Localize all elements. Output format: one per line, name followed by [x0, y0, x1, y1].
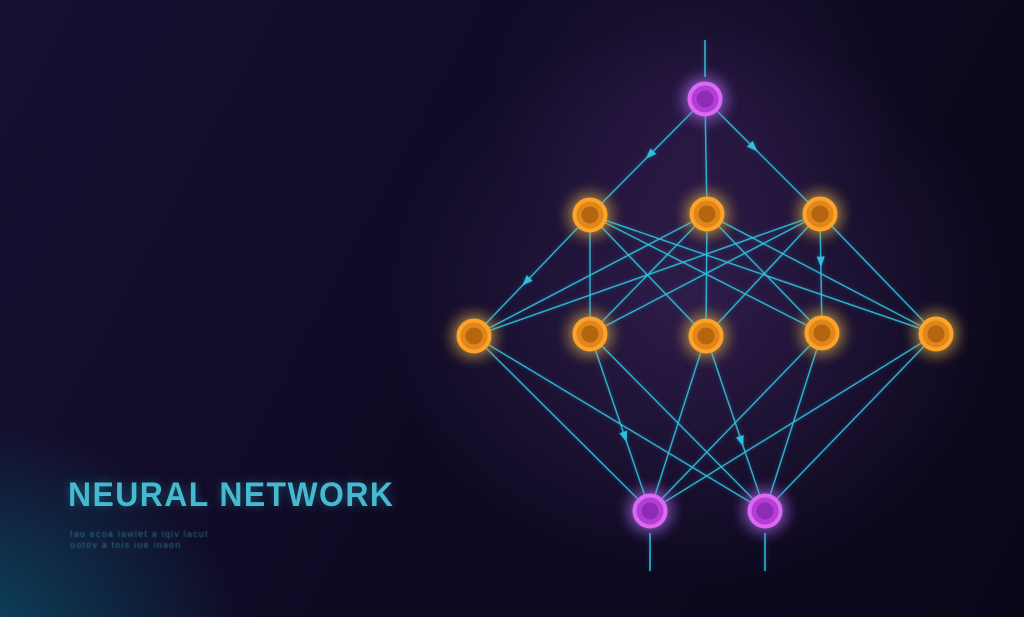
neuron-node-purple — [628, 489, 672, 533]
edge-line — [473, 213, 708, 337]
edge-line — [704, 98, 821, 215]
edge-line — [649, 332, 823, 512]
edge-line — [473, 335, 766, 512]
edge-arrow-icon — [736, 434, 744, 447]
neuron-node-orange — [684, 314, 728, 358]
neuron-node-orange — [914, 312, 958, 356]
neuron-node-purple — [743, 489, 787, 533]
edge-arrow-icon — [619, 430, 627, 443]
title-block: NEURAL NETWORK Iao ecoa lawiet a iqiv la… — [68, 476, 415, 551]
page-title: NEURAL NETWORK — [68, 476, 395, 514]
neuron-node-orange — [568, 193, 612, 237]
edge-line — [649, 333, 937, 512]
edge-line — [705, 213, 821, 337]
edge-arrow-icon — [645, 148, 657, 159]
subtitle-line-1: Iao ecoa lawiet a iqiv lacut — [70, 529, 209, 539]
edge-line — [819, 213, 937, 335]
edge-line — [589, 333, 651, 512]
edge-line — [473, 213, 821, 337]
neuron-node-orange — [800, 311, 844, 355]
edge-line — [473, 335, 651, 512]
neuron-node-orange — [685, 192, 729, 236]
neuron-node-orange — [798, 192, 842, 236]
neuron-node-orange — [452, 314, 496, 358]
edge-line — [473, 214, 591, 337]
edge-arrow-icon — [816, 256, 825, 268]
edge-line — [649, 335, 707, 512]
neuron-node-purple — [683, 77, 727, 121]
edge-line — [589, 333, 766, 512]
edge-line — [589, 213, 821, 335]
edge-arrow-icon — [746, 140, 758, 152]
neuron-node-orange — [568, 312, 612, 356]
subtitle-line-2: ootov a tois iue inaon — [70, 540, 182, 550]
edge-arrow-icon — [522, 275, 533, 286]
subtitle-text: Iao ecoa lawiet a iqiv lacut ootov a toi… — [70, 529, 350, 551]
edge-line — [764, 333, 937, 512]
